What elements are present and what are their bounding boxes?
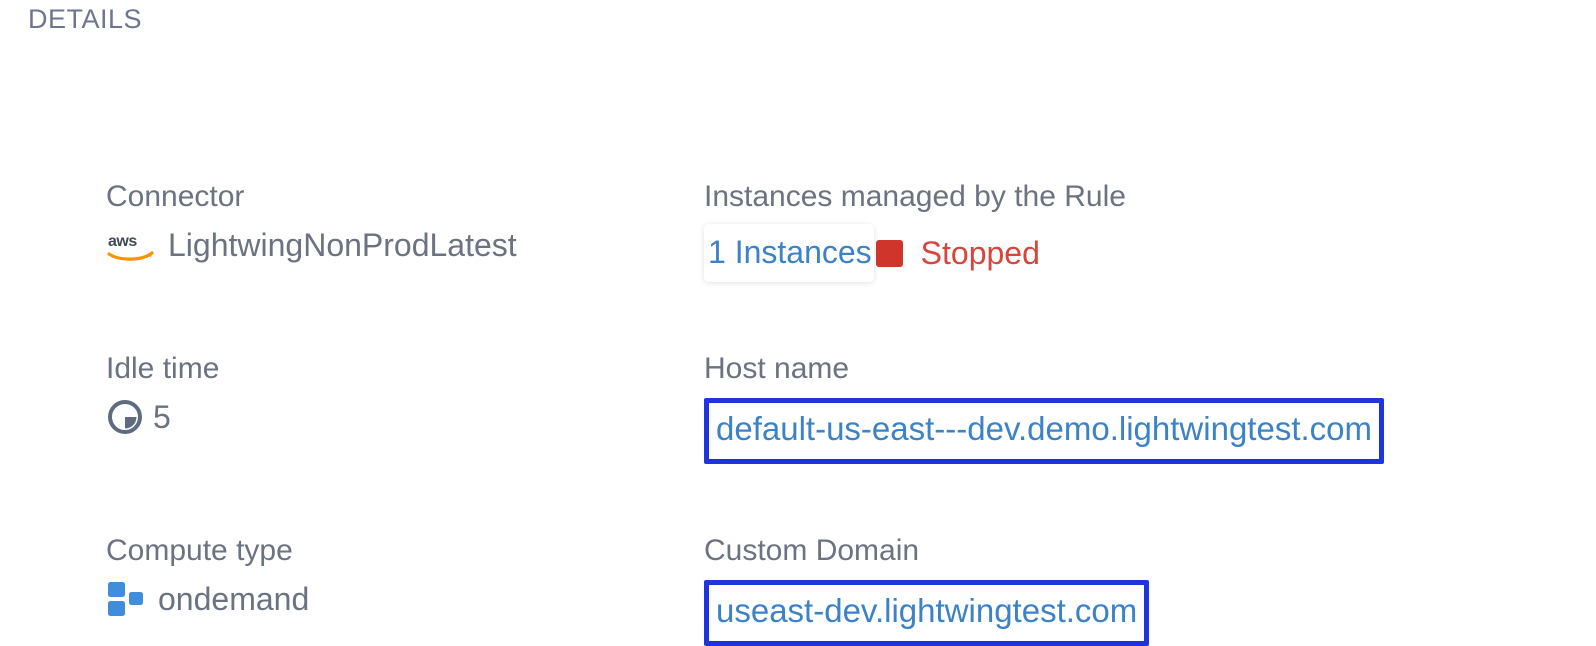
- connector-value-row: aws LightwingNonProdLatest: [106, 224, 704, 266]
- pie-clock-icon: [106, 398, 144, 436]
- field-compute-type: Compute type ondemand: [106, 532, 704, 646]
- field-custom-domain: Custom Domain useast-dev.lightwingtest.c…: [704, 532, 1586, 646]
- page-title: DETAILS: [28, 4, 143, 34]
- connector-value: LightwingNonProdLatest: [168, 227, 517, 263]
- instances-count-link[interactable]: 1 Instances: [704, 224, 874, 282]
- svg-text:aws: aws: [108, 233, 137, 250]
- idle-time-label: Idle time: [106, 352, 220, 385]
- compute-type-label: Compute type: [106, 534, 293, 567]
- details-grid: Connector aws LightwingNonProdLatest Ins…: [106, 178, 1586, 646]
- host-name-annotation-box: default-us-east---dev.demo.lightwingtest…: [704, 398, 1385, 464]
- idle-time-value: 5: [153, 399, 171, 435]
- compute-type-value-row: ondemand: [106, 578, 704, 620]
- connector-label: Connector: [106, 180, 245, 213]
- compute-blocks-icon: [106, 580, 148, 618]
- field-connector: Connector aws LightwingNonProdLatest: [106, 178, 704, 282]
- aws-logo-icon: aws: [106, 228, 158, 262]
- custom-domain-label: Custom Domain: [704, 534, 920, 567]
- compute-type-value: ondemand: [158, 581, 310, 617]
- custom-domain-link[interactable]: useast-dev.lightwingtest.com: [716, 592, 1138, 629]
- custom-domain-annotation-box: useast-dev.lightwingtest.com: [704, 580, 1150, 646]
- custom-domain-value-wrapper: useast-dev.lightwingtest.com: [709, 585, 1145, 641]
- host-name-value-wrapper: default-us-east---dev.demo.lightwingtest…: [709, 403, 1380, 459]
- field-idle-time: Idle time 5: [106, 350, 704, 464]
- instances-label: Instances managed by the Rule: [704, 180, 1126, 213]
- host-name-label: Host name: [704, 352, 850, 385]
- status-badge: Stopped: [920, 235, 1040, 271]
- stopped-square-icon: [875, 239, 903, 267]
- host-name-link[interactable]: default-us-east---dev.demo.lightwingtest…: [716, 410, 1373, 447]
- idle-time-value-row: 5: [106, 396, 704, 438]
- field-instances: Instances managed by the Rule 1 Instance…: [704, 178, 1586, 282]
- field-host-name: Host name default-us-east---dev.demo.lig…: [704, 350, 1586, 464]
- instances-value-row: 1 Instances Stopped: [704, 224, 1586, 282]
